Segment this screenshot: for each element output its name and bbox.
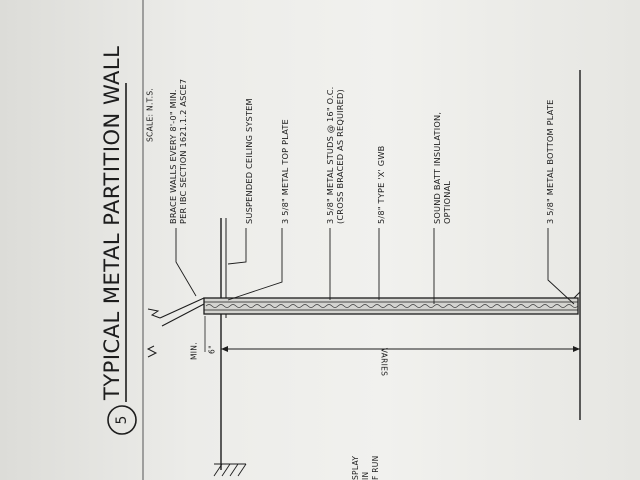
- callout-insulation-2: OPTIONAL: [442, 181, 452, 224]
- callout-ceiling: SUSPENDED CEILING SYSTEM: [244, 98, 254, 224]
- callout-top-plate: 3 5/8" METAL TOP PLATE: [280, 119, 290, 224]
- callout-brace-1: BRACE WALLS EVERY 8'-0" MIN.: [168, 89, 178, 224]
- varies-arrow-left: [221, 346, 228, 352]
- insulation-pattern: [205, 304, 579, 308]
- callout-insulation-1: SOUND BATT INSULATION,: [432, 112, 442, 224]
- dimension-min: MIN.: [190, 342, 199, 360]
- brace-break-1: [147, 308, 161, 319]
- adjacent-text-1: SPLAY: [351, 456, 360, 480]
- brace-break-2: [146, 345, 158, 358]
- callout-leaders: [175, 228, 575, 305]
- callout-gwb: 5/8" TYPE 'X' GWB: [376, 145, 386, 224]
- adjacent-detail-hatch: [213, 463, 247, 477]
- callout-brace-2: PER IBC SECTION 1621.1.2 ASCE7: [178, 79, 188, 224]
- bottom-plate-tick: [573, 291, 581, 299]
- brace-line-2: [161, 303, 205, 327]
- varies-arrow-right: [573, 346, 580, 352]
- callout-bottom-plate: 3 5/8" METAL BOTTOM PLATE: [545, 100, 555, 224]
- detail-number: 5: [114, 416, 130, 425]
- callout-studs-1: 3 5/8" METAL STUDS @ 16" O.C.: [325, 87, 335, 224]
- dimension-clearance: 6": [208, 345, 217, 354]
- scale-note: SCALE: N.T.S.: [146, 88, 155, 142]
- adjacent-text-2: IN: [361, 472, 370, 480]
- drawing-title: TYPICAL METAL PARTITION WALL: [100, 46, 124, 401]
- brace-line-1: [159, 297, 205, 319]
- callout-studs-2: (CROSS BRACED AS REQUIRED): [335, 89, 345, 224]
- detail-number-bubble: [107, 405, 137, 435]
- dimension-varies: VARIES: [380, 348, 389, 377]
- adjacent-text-3: F RUN: [371, 455, 380, 480]
